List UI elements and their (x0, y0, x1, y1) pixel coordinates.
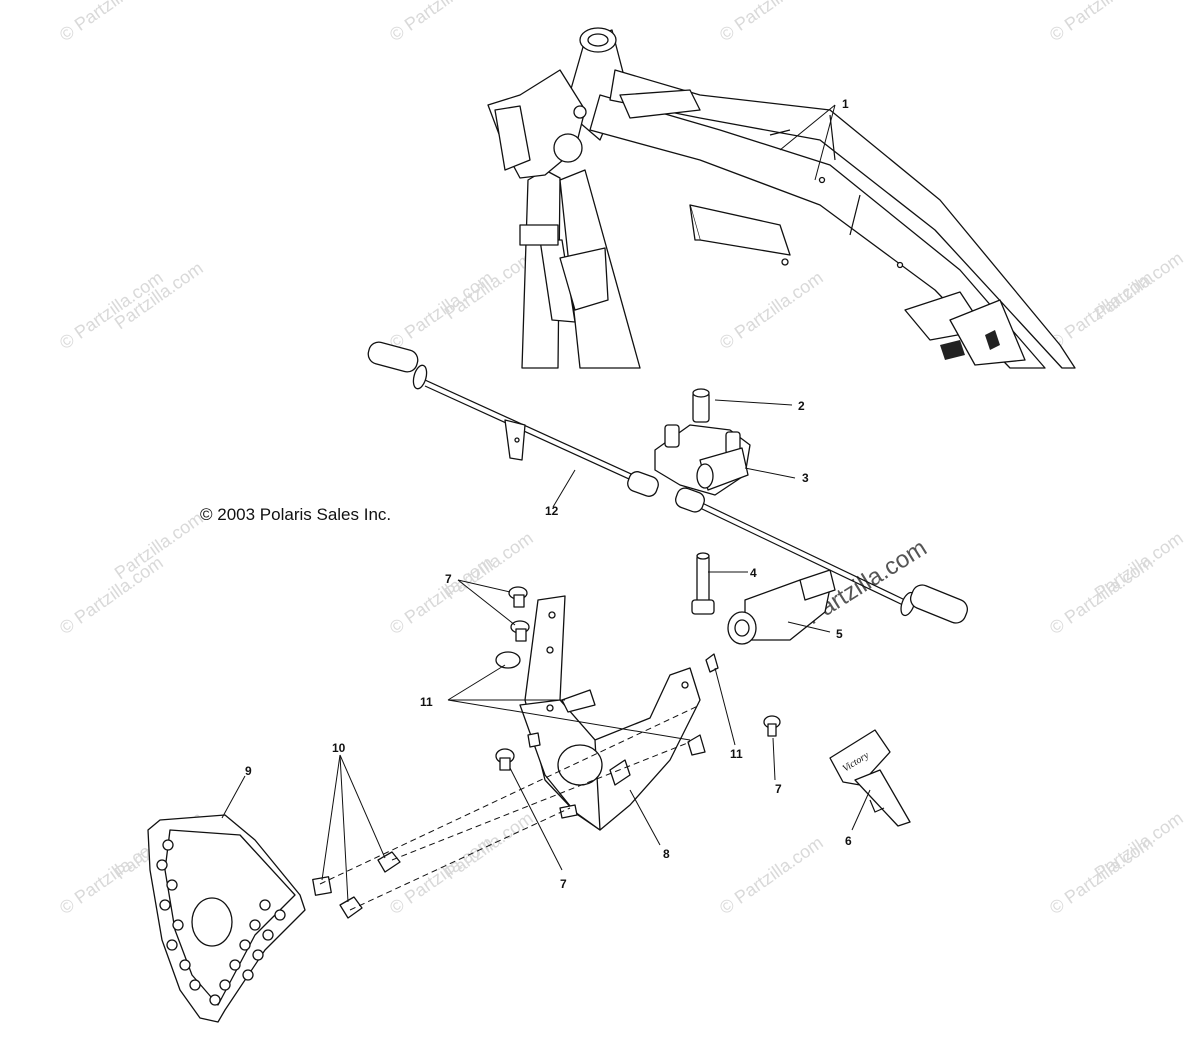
headlight-cover-part (147, 814, 306, 1023)
watermark: Partzilla.com (1091, 248, 1187, 323)
switch-housing-part (654, 424, 751, 496)
clip-parts (495, 651, 719, 756)
callout-11: 11 (420, 695, 433, 709)
screw-parts (495, 586, 781, 771)
callout-4: 4 (750, 566, 757, 580)
watermark: Partzilla.com (441, 248, 537, 323)
key-part: Victory (829, 729, 911, 827)
watermark: © Partzilla.com (1046, 0, 1157, 45)
watermark: © Partzilla.com (716, 0, 827, 45)
callout-12: 12 (545, 504, 559, 518)
ignition-lock-part (727, 569, 836, 645)
callout-6: 6 (845, 834, 852, 848)
copyright-notice: © 2003 Polaris Sales Inc. (200, 505, 391, 524)
callout-2: 2 (798, 399, 805, 413)
watermark: © Partzilla.com (56, 0, 167, 45)
watermark: Partzilla.com (1091, 528, 1187, 603)
watermark: © Partzilla.com (716, 267, 827, 353)
bolt-part (691, 552, 715, 615)
callout-1: 1 (842, 97, 849, 111)
callout-10: 10 (332, 741, 346, 755)
callout-5: 5 (836, 627, 843, 641)
nut-clip-parts (312, 851, 401, 919)
mounting-bracket-part (519, 595, 701, 831)
callout-7: 7 (560, 877, 567, 891)
cable-assembly-part (367, 341, 969, 624)
callout-3: 3 (802, 471, 809, 485)
callout-labels: 1 2 3 4 5 6 7 7 7 8 9 10 11 11 12 (245, 97, 852, 891)
watermark: © Partzilla.com (386, 0, 497, 45)
watermark: Partzilla.com (1091, 808, 1187, 883)
watermark: © Partzilla.com (716, 832, 827, 918)
callout-7: 7 (445, 572, 452, 586)
sleeve-part (692, 388, 710, 423)
callout-11: 11 (730, 747, 743, 761)
watermark: © Partzilla.com (56, 552, 167, 638)
leader-lines (221, 104, 871, 903)
frame-part (487, 27, 1076, 369)
callout-7: 7 (775, 782, 782, 796)
callout-8: 8 (663, 847, 670, 861)
callout-9: 9 (245, 764, 252, 778)
